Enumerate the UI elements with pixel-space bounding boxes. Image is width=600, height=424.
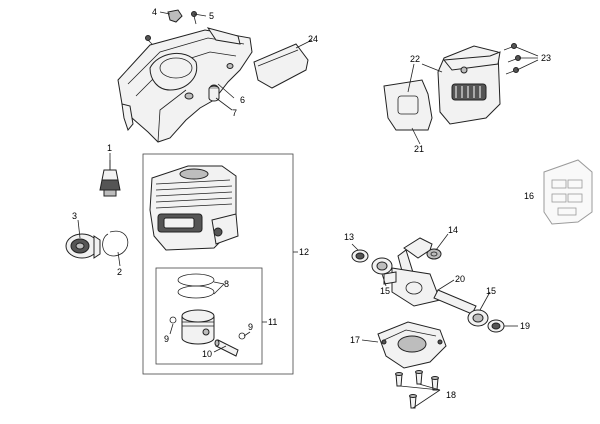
callout-6: 6 (240, 95, 245, 105)
callout-8: 8 (224, 279, 229, 289)
callout-9-left: 9 (164, 334, 169, 344)
callout-3: 3 (72, 211, 77, 221)
callout-5: 5 (209, 11, 214, 21)
muffler-bolts-part (503, 43, 521, 75)
piston-clip-left-part (169, 316, 177, 324)
callout-1: 1 (107, 143, 112, 153)
crankcase-17-part (377, 321, 447, 369)
seal-13-part (351, 249, 369, 263)
callout-4: 4 (152, 7, 157, 17)
callout-15-left: 15 (380, 286, 390, 296)
engine-cover-part (117, 27, 253, 143)
callout-labels: 4 5 24 6 7 22 23 21 16 1 3 2 12 8 11 9 9… (72, 7, 551, 400)
callout-9-right: 9 (248, 322, 253, 332)
circlip-2-part (102, 230, 129, 257)
seal-19-part (487, 319, 505, 333)
piston-rings-part (177, 273, 215, 299)
heat-shield-16-part (543, 159, 593, 225)
callout-13: 13 (344, 232, 354, 242)
muffler-part (437, 45, 501, 125)
callout-17: 17 (350, 335, 360, 345)
piston-group-box (155, 267, 263, 365)
callout-21: 21 (414, 144, 424, 154)
muffler-gasket-part (383, 79, 433, 131)
cylinder-part (149, 165, 239, 251)
crankcase-screws-part (395, 370, 439, 409)
callout-18: 18 (446, 390, 456, 400)
callout-14: 14 (448, 225, 458, 235)
callout-16: 16 (524, 191, 534, 201)
screw-5-part (191, 11, 197, 25)
piston-part (181, 309, 215, 345)
piston-pin-part (214, 339, 239, 357)
piston-clip-right-part (238, 332, 246, 340)
screw-part (145, 35, 153, 45)
callout-12: 12 (299, 247, 309, 257)
callout-22: 22 (410, 54, 420, 64)
cylinder-group-box (142, 153, 294, 375)
group-bracket-ticks (262, 251, 298, 323)
bearing-15-left-part (371, 257, 393, 275)
callout-7: 7 (232, 108, 237, 118)
callout-11: 11 (268, 317, 277, 327)
needle-bearing-14-part (426, 248, 442, 260)
callout-15-right: 15 (486, 286, 496, 296)
foam-strip-24-part (253, 43, 309, 89)
rotor-3-part (65, 233, 101, 259)
callout-19: 19 (520, 321, 530, 331)
callout-20: 20 (455, 274, 465, 284)
callout-23: 23 (541, 53, 551, 63)
callout-2: 2 (117, 267, 122, 277)
crankshaft-part (383, 237, 477, 315)
leader-lines (77, 11, 539, 409)
clip-4-part (167, 9, 183, 23)
callout-10: 10 (202, 349, 212, 359)
bearing-15-right-part (467, 309, 489, 327)
callout-24: 24 (308, 34, 318, 44)
